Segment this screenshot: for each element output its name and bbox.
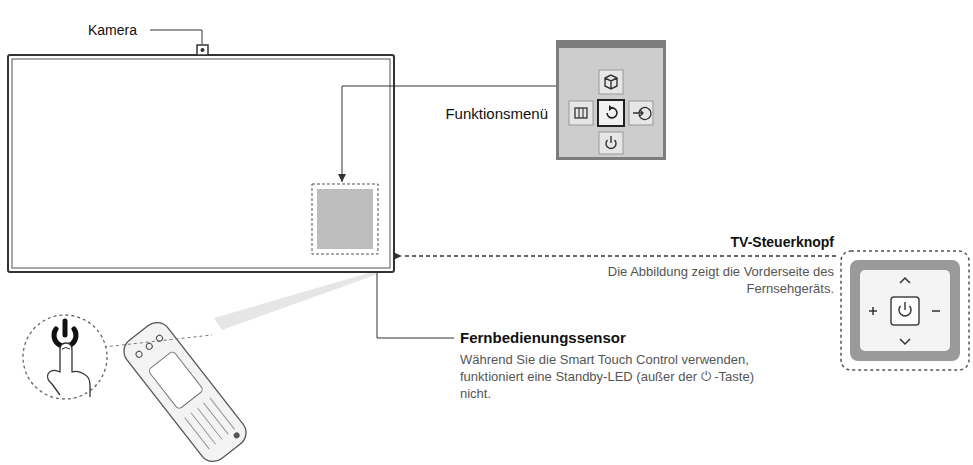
menu-area-outline bbox=[312, 184, 378, 254]
function-menu-detail bbox=[556, 40, 666, 160]
tv-control-detail bbox=[841, 251, 969, 370]
sensor-label: Fernbedienungssensor bbox=[460, 328, 720, 348]
camera-lens bbox=[201, 48, 205, 52]
tv-screen-edge bbox=[12, 59, 390, 268]
menu-area bbox=[317, 189, 373, 249]
control-arrow bbox=[402, 255, 836, 256]
menu-label: Funktionsmenü bbox=[410, 104, 548, 124]
menu-leader bbox=[342, 86, 556, 182]
camera-label: Kamera bbox=[88, 21, 158, 39]
power-button-zoom bbox=[23, 315, 107, 399]
control-note: Die Abbildung zeigt die Vorderseite des … bbox=[598, 263, 834, 297]
sensor-note: Während Sie die Smart Touch Control verw… bbox=[460, 351, 760, 402]
camera bbox=[197, 45, 208, 55]
camera-leader bbox=[150, 30, 202, 44]
ir-beam bbox=[214, 272, 378, 330]
remote-control bbox=[118, 317, 251, 465]
control-label: TV-Steuerknopf bbox=[640, 233, 834, 251]
zoom-leader bbox=[104, 335, 212, 347]
tv-frame bbox=[8, 55, 394, 272]
sensor-leader bbox=[377, 272, 454, 338]
